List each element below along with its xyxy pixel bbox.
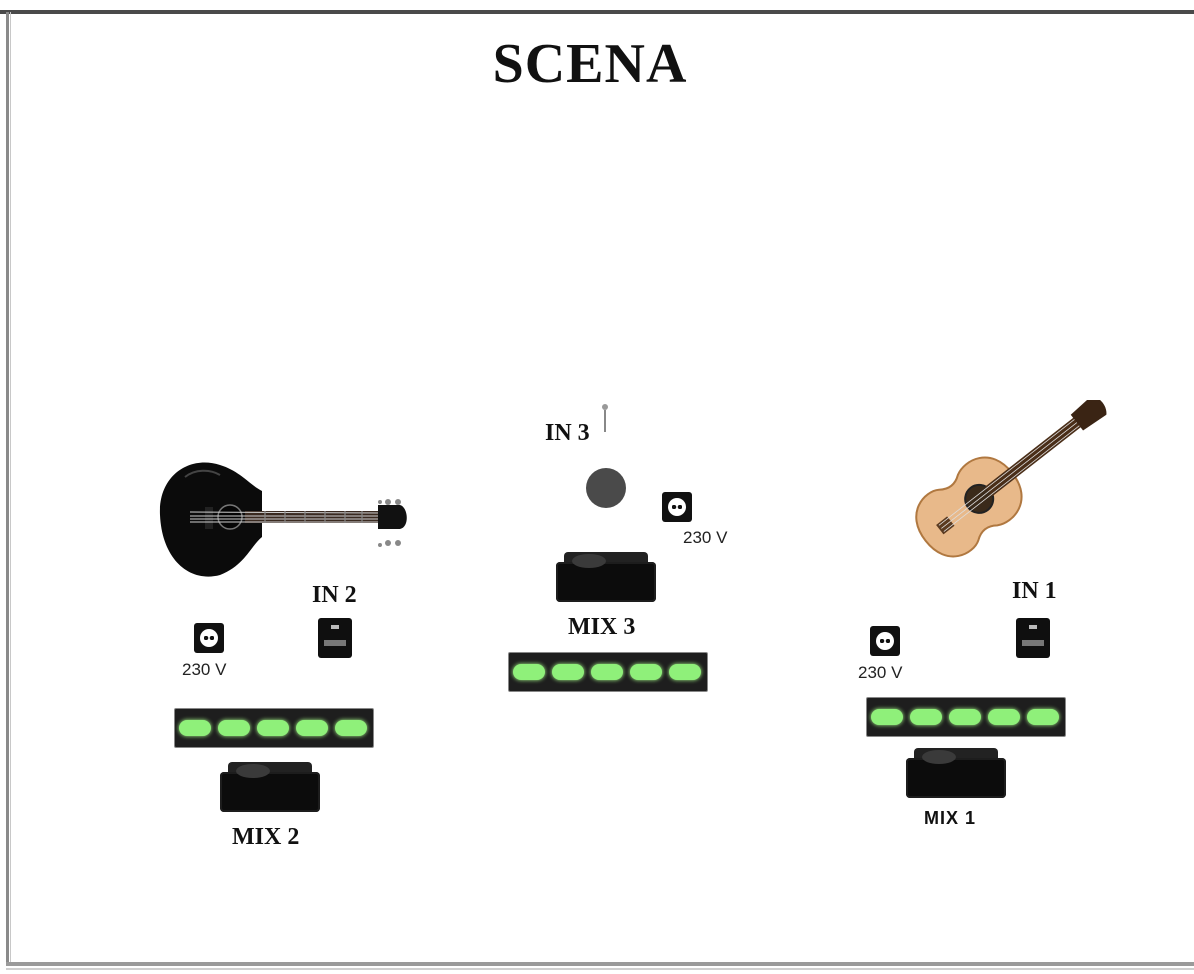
di-box-icon — [318, 618, 352, 658]
power-label-center: 230 V — [683, 528, 728, 547]
mix3-label: MIX 3 — [568, 614, 636, 640]
power-socket-icon — [870, 626, 900, 656]
page-title: SCENA — [492, 33, 688, 95]
monitor-wedge-icon — [906, 748, 1006, 798]
power-socket-icon — [662, 492, 692, 522]
power-socket-icon — [194, 623, 224, 653]
in1-label: IN 1 — [1012, 578, 1057, 604]
mix2-label: MIX 2 — [232, 824, 300, 850]
power-label-right: 230 V — [858, 663, 903, 682]
frame-bottom-border — [6, 962, 1194, 966]
in3-label: IN 3 — [545, 420, 590, 446]
monitor-wedge-icon — [220, 762, 320, 812]
mix1-label: MIX 1 — [924, 808, 977, 828]
acoustic-guitar-icon — [915, 400, 1107, 558]
power-strip-icon — [174, 708, 374, 748]
in2-label: IN 2 — [312, 582, 357, 608]
frame-bottom-border-inner — [6, 968, 1194, 970]
mic-stand — [604, 410, 606, 432]
frame-left-border-inner — [10, 12, 11, 962]
bass-guitar-icon — [159, 462, 407, 577]
frame-left-border — [6, 12, 9, 962]
mic-stand-tip — [602, 404, 608, 410]
di-box-icon — [1016, 618, 1050, 658]
power-strip-icon — [508, 652, 708, 692]
monitor-wedge-icon — [556, 552, 656, 602]
power-strip-icon — [866, 697, 1066, 737]
microphone-icon — [586, 468, 626, 508]
power-label-left: 230 V — [182, 660, 227, 679]
frame-top-border — [0, 10, 1194, 14]
